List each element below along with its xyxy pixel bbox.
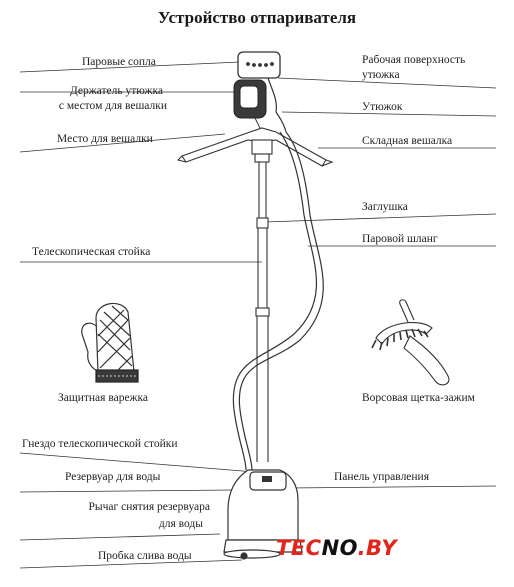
label-iron-surface-line1: Рабочая поверхность: [362, 54, 466, 66]
label-glove: Защитная варежка: [58, 392, 149, 404]
leader-lines: [19, 61, 497, 569]
label-cap: Заглушка: [362, 201, 408, 213]
diagram-title: Устройство отпаривателя: [157, 8, 357, 27]
iron-head: [237, 51, 287, 133]
label-stand-socket: Гнездо телескопической стойки: [22, 438, 178, 450]
protective-glove: [81, 302, 139, 383]
label-tank-lever-line2: для воды: [158, 518, 203, 530]
label-water-tank: Резервуар для воды: [65, 471, 161, 483]
label-brush-clip: Ворсовая щетка-зажим: [362, 392, 475, 404]
logo-part-a: TEC: [276, 536, 322, 560]
label-iron-holder-line2: с местом для вешалки: [58, 100, 167, 112]
brush-clip: [371, 299, 450, 386]
iron-holder: [233, 79, 267, 133]
steam-hose: [232, 131, 324, 471]
label-iron-holder-line1: Держатель утюжка: [69, 85, 163, 97]
label-steam-nozzles: Паровые сопла: [82, 56, 156, 68]
label-iron-surface-line2: утюжка: [362, 69, 400, 81]
logo-part-c: .BY: [357, 536, 398, 560]
label-tank-lever-line1: Рычаг снятия резервуара: [88, 501, 210, 513]
label-iron: Утюжок: [362, 101, 403, 113]
label-drain-plug: Пробка слива воды: [98, 550, 192, 562]
label-hanger-place: Место для вешалки: [57, 133, 153, 145]
label-folding-hanger: Складная вешалка: [362, 135, 453, 147]
tecno-logo: TECNO.BY: [276, 536, 397, 560]
logo-part-b: NO: [321, 536, 358, 560]
label-steam-hose: Паровой шланг: [362, 233, 438, 245]
folding-hanger: [176, 127, 334, 167]
label-control-panel: Панель управления: [334, 471, 430, 483]
label-telescopic-stand: Телескопическая стойка: [32, 246, 151, 258]
telescopic-pole: [255, 162, 270, 462]
base-unit: [223, 469, 303, 560]
